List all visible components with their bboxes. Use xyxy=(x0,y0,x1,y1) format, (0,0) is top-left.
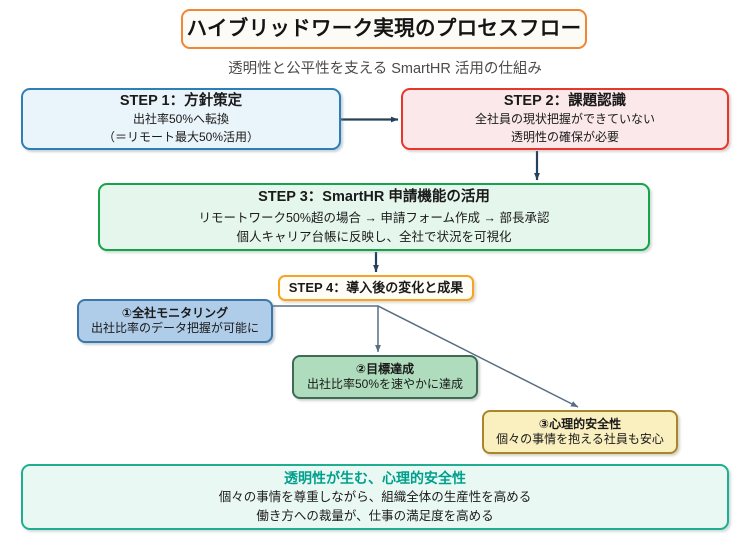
step-2-line-1: 全社員の現状把握ができていない xyxy=(474,112,655,127)
outcome-1-heading: ①全社モニタリング xyxy=(121,305,229,320)
summary-line-2: 働き方への裁量が、仕事の満足度を高める xyxy=(256,508,494,523)
step-3-line-1: リモートワーク50%超の場合 → 申請フォーム作成 → 部長承認 xyxy=(198,210,550,225)
subtitle-text: 透明性と公平性を支える SmartHR 活用の仕組み xyxy=(228,61,542,78)
step-2-line-2: 透明性の確保が必要 xyxy=(510,130,619,145)
step-4-heading: STEP 4：導入後の変化と成果 xyxy=(288,279,464,295)
step-1-line-2: （＝リモート最大50%活用） xyxy=(102,130,260,145)
outcome-3-body: 個々の事情を抱える社員も安心 xyxy=(496,431,664,446)
diagram-subtitle: 透明性と公平性を支える SmartHR 活用の仕組み xyxy=(175,58,595,82)
step-4-box: STEP 4：導入後の変化と成果 xyxy=(278,275,474,301)
step-3-box: STEP 3：SmartHR 申請機能の活用 リモートワーク50%超の場合 → … xyxy=(98,183,650,251)
outcome-2-heading: ②目標達成 xyxy=(355,361,415,376)
step-2-heading: STEP 2：課題認識 xyxy=(503,93,627,110)
step-1-box: STEP 1：方針策定 出社率50%へ転換 （＝リモート最大50%活用） xyxy=(21,88,341,150)
step-3-heading: STEP 3：SmartHR 申請機能の活用 xyxy=(258,189,490,206)
outcome-3-heading: ③心理的安全性 xyxy=(538,416,622,431)
diagram-title-banner: ハイブリッドワーク実現のプロセスフロー xyxy=(181,9,587,49)
step-1-heading: STEP 1：方針策定 xyxy=(119,93,243,110)
summary-line-1: 個々の事情を尊重しながら、組織全体の生産性を高める xyxy=(218,490,532,505)
summary-heading: 透明性が生む、心理的安全性 xyxy=(284,469,466,486)
outcome-2-box: ②目標達成 出社比率50%を速やかに達成 xyxy=(292,355,478,399)
outcome-1-box: ①全社モニタリング 出社比率のデータ把握が可能に xyxy=(77,299,273,343)
page-title: ハイブリッドワーク実現のプロセスフロー xyxy=(186,17,582,41)
step-3-line-2: 個人キャリア台帳に反映し、全社で状況を可視化 xyxy=(236,230,512,245)
step-1-line-1: 出社率50%へ転換 xyxy=(132,112,230,127)
outcome-1-body: 出社比率のデータ把握が可能に xyxy=(90,320,259,335)
outcome-3-box: ③心理的安全性 個々の事情を抱える社員も安心 xyxy=(482,410,678,454)
step-2-box: STEP 2：課題認識 全社員の現状把握ができていない 透明性の確保が必要 xyxy=(401,88,729,150)
summary-box: 透明性が生む、心理的安全性 個々の事情を尊重しながら、組織全体の生産性を高める … xyxy=(21,464,729,530)
outcome-2-body: 出社比率50%を速やかに達成 xyxy=(306,376,464,391)
connector-step4-to-outcome2 xyxy=(278,305,381,353)
